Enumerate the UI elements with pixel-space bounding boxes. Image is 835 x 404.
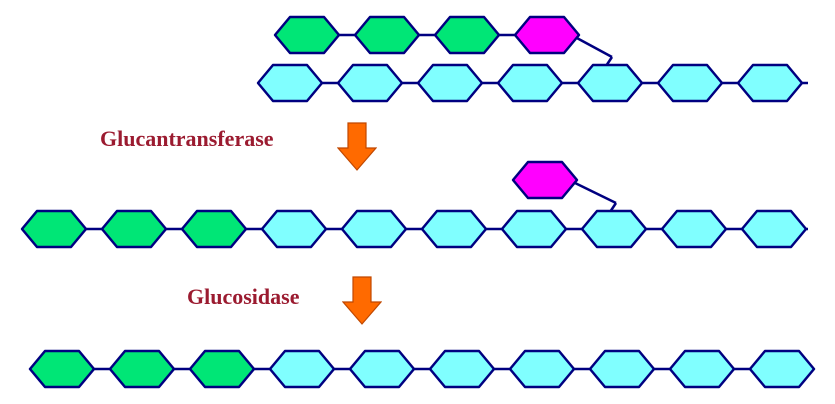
glucose-unit-backbone	[736, 63, 804, 103]
glucose-unit-backbone	[268, 349, 336, 389]
glucose-unit-transferred	[28, 349, 96, 389]
glucose-unit-branch	[513, 15, 581, 55]
glucose-unit-transferred	[188, 349, 256, 389]
enzyme-label-glucantransferase: Glucantransferase	[100, 126, 274, 151]
glucose-unit-transferred	[353, 15, 421, 55]
glucose-unit-backbone	[260, 209, 328, 249]
glucose-unit-transferred	[108, 349, 176, 389]
glucose-unit-branch	[511, 160, 579, 200]
glucose-unit-backbone	[740, 209, 808, 249]
glucose-unit-backbone	[340, 209, 408, 249]
glucose-unit-backbone	[588, 349, 656, 389]
glucose-unit-backbone	[660, 209, 728, 249]
glucose-unit-backbone	[496, 63, 564, 103]
down-arrow-icon	[342, 276, 382, 325]
down-arrow-icon	[337, 122, 377, 171]
glucose-unit-transferred	[180, 209, 248, 249]
glucose-unit-backbone	[656, 63, 724, 103]
glucose-unit-transferred	[273, 15, 341, 55]
branch-link-bond	[572, 180, 617, 205]
glucose-unit-backbone	[336, 63, 404, 103]
glucose-unit-backbone	[420, 209, 488, 249]
down-arrow-shape	[342, 276, 382, 325]
glucose-unit-backbone	[256, 63, 324, 103]
glucose-unit-backbone	[576, 63, 644, 103]
glucose-unit-transferred	[100, 209, 168, 249]
glucose-unit-transferred	[433, 15, 501, 55]
down-arrow-shape	[337, 122, 377, 171]
glucose-unit-transferred	[20, 209, 88, 249]
glucose-unit-backbone	[668, 349, 736, 389]
glucose-unit-backbone	[580, 209, 648, 249]
enzyme-label-glucosidase: Glucosidase	[187, 284, 300, 309]
glucose-unit-backbone	[748, 349, 816, 389]
glucose-unit-backbone	[348, 349, 416, 389]
glucose-unit-backbone	[508, 349, 576, 389]
glucose-unit-backbone	[500, 209, 568, 249]
glucose-unit-backbone	[428, 349, 496, 389]
glucose-unit-backbone	[416, 63, 484, 103]
branch-link-bond	[574, 35, 613, 59]
